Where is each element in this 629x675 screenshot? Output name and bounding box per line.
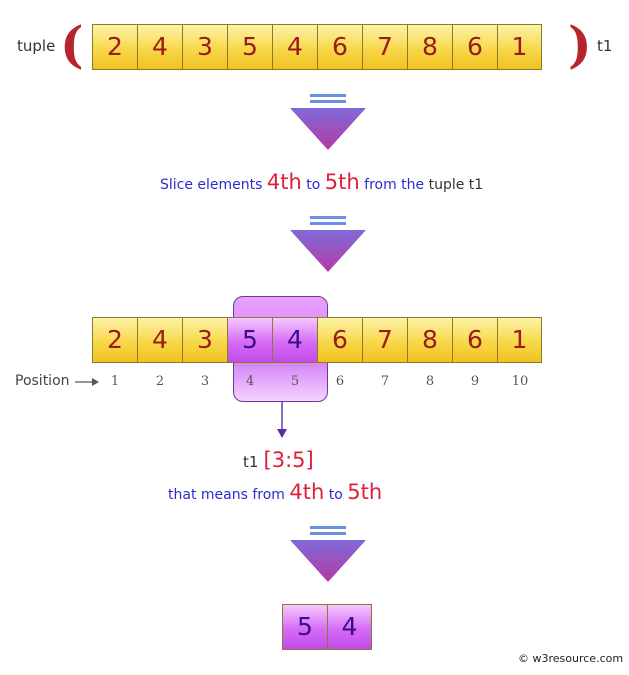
position-number: 2 — [155, 374, 165, 389]
indexed-tuple-cell: 6 — [317, 317, 362, 363]
tuple-cell: 6 — [317, 24, 362, 70]
slice-desc-end: 5th — [324, 170, 360, 194]
down-arrow-icon — [290, 526, 366, 582]
close-parenthesis: ) — [568, 15, 592, 74]
tuple-cell: 7 — [362, 24, 407, 70]
result-cell: 5 — [282, 604, 327, 650]
position-number: 1 — [110, 374, 120, 389]
slice-meaning-end: 5th — [347, 480, 383, 504]
position-number: 6 — [335, 374, 345, 389]
pointer-arrow-icon — [277, 401, 287, 438]
indexed-tuple-cell: 7 — [362, 317, 407, 363]
indexed-tuple-cell: 1 — [497, 317, 542, 363]
tuple-cell: 2 — [92, 24, 137, 70]
slice-description: Slice elements 4th to 5th from the tuple… — [160, 170, 483, 194]
position-label: Position — [15, 373, 70, 389]
tuple-cell: 8 — [407, 24, 452, 70]
slice-meaning: that means from 4th to 5th — [168, 480, 382, 504]
tuple-cell: 5 — [227, 24, 272, 70]
tuple-cell: 4 — [272, 24, 317, 70]
position-number: 5 — [290, 374, 300, 389]
indexed-tuple-cell: 3 — [182, 317, 227, 363]
result-cell: 4 — [327, 604, 372, 650]
slice-desc-suffix: tuple t1 — [428, 177, 484, 193]
position-number: 4 — [245, 374, 255, 389]
slice-desc-middle: from the — [364, 177, 425, 193]
tuple-cell: 1 — [497, 24, 542, 70]
copyright-text: © w3resource.com — [518, 652, 624, 665]
slice-desc-prefix: Slice elements — [160, 177, 263, 193]
slice-meaning-to: to — [328, 487, 343, 503]
slice-desc-to: to — [306, 177, 321, 193]
slice-meaning-prefix: that means from — [168, 487, 285, 503]
tuple-cell: 3 — [182, 24, 227, 70]
position-number: 3 — [200, 374, 210, 389]
indexed-tuple-cell: 6 — [452, 317, 497, 363]
indexed-tuple-cell: 4 — [272, 317, 317, 363]
tuple-label: tuple — [17, 37, 56, 55]
open-parenthesis: ( — [60, 15, 84, 74]
slice-expression: t1 [3:5] — [243, 448, 314, 472]
indexed-tuple-cell: 8 — [407, 317, 452, 363]
tuple-cell: 6 — [452, 24, 497, 70]
position-number: 10 — [511, 374, 529, 389]
position-number: 9 — [470, 374, 480, 389]
indexed-tuple-cell: 4 — [137, 317, 182, 363]
tuple-name-label: t1 — [597, 37, 613, 55]
slice-index-expr: [3:5] — [263, 448, 314, 472]
indexed-tuple-cell: 5 — [227, 317, 272, 363]
indexed-tuple-cell: 2 — [92, 317, 137, 363]
slice-desc-start: 4th — [266, 170, 302, 194]
down-arrow-icon — [290, 94, 366, 150]
position-number: 7 — [380, 374, 390, 389]
slice-var: t1 — [243, 453, 259, 471]
tuple-cell: 4 — [137, 24, 182, 70]
position-number: 8 — [425, 374, 435, 389]
right-arrow-icon — [75, 378, 99, 386]
slice-meaning-start: 4th — [289, 480, 325, 504]
down-arrow-icon — [290, 216, 366, 272]
